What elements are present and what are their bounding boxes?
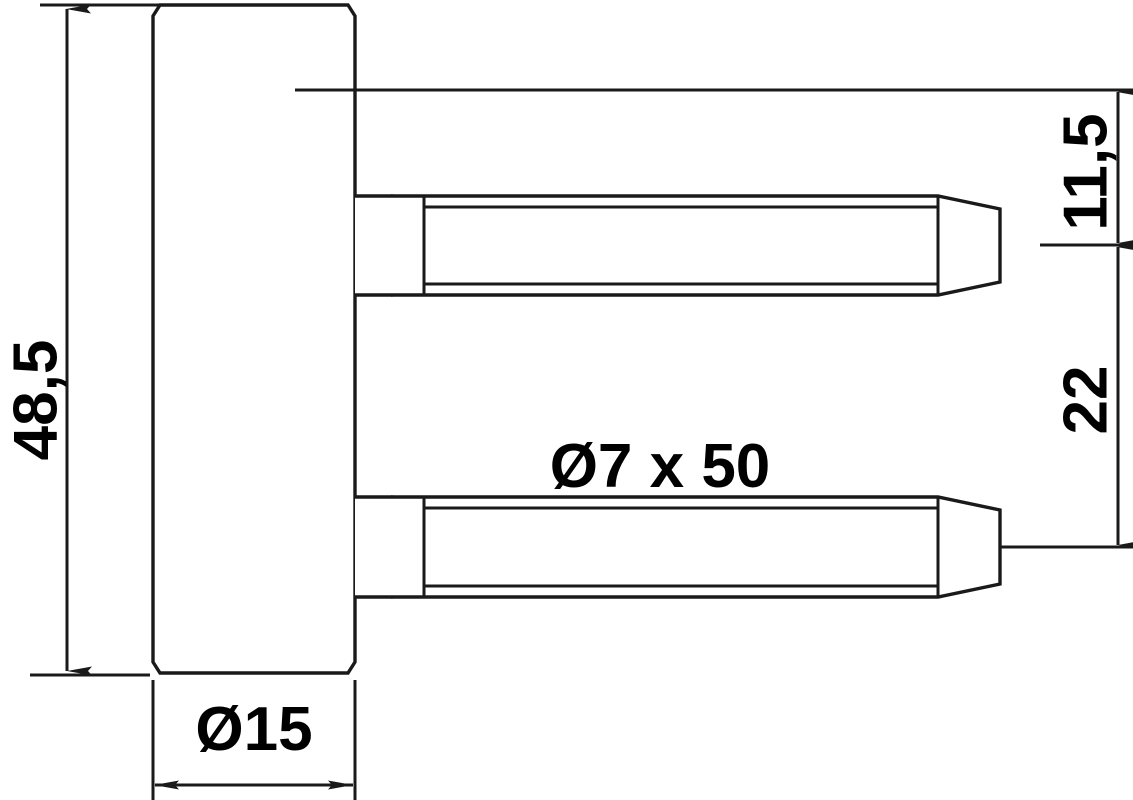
dimension-upper-pin-offset: 11,5: [1052, 87, 1133, 248]
dimension-label-11-5: 11,5: [1052, 113, 1121, 230]
upper-dowel-pin: [355, 194, 1002, 297]
dimension-body-diameter: Ø15: [154, 695, 353, 790]
annotation-label-pin-7x50: Ø7 x 50: [550, 432, 771, 501]
annotation-pin-spec: Ø7 x 50: [550, 432, 771, 501]
dimension-label-diameter-15: Ø15: [195, 695, 312, 764]
dimension-pin-spacing: 22: [1052, 242, 1133, 550]
extension-lines: [30, 3, 1133, 800]
cylindrical-body-outline: [151, 3, 357, 675]
dimension-label-48-5: 48,5: [2, 340, 71, 461]
lower-dowel-pin: [355, 495, 1002, 599]
dimension-overall-height: 48,5: [2, 4, 92, 676]
dimension-label-22: 22: [1052, 366, 1121, 435]
